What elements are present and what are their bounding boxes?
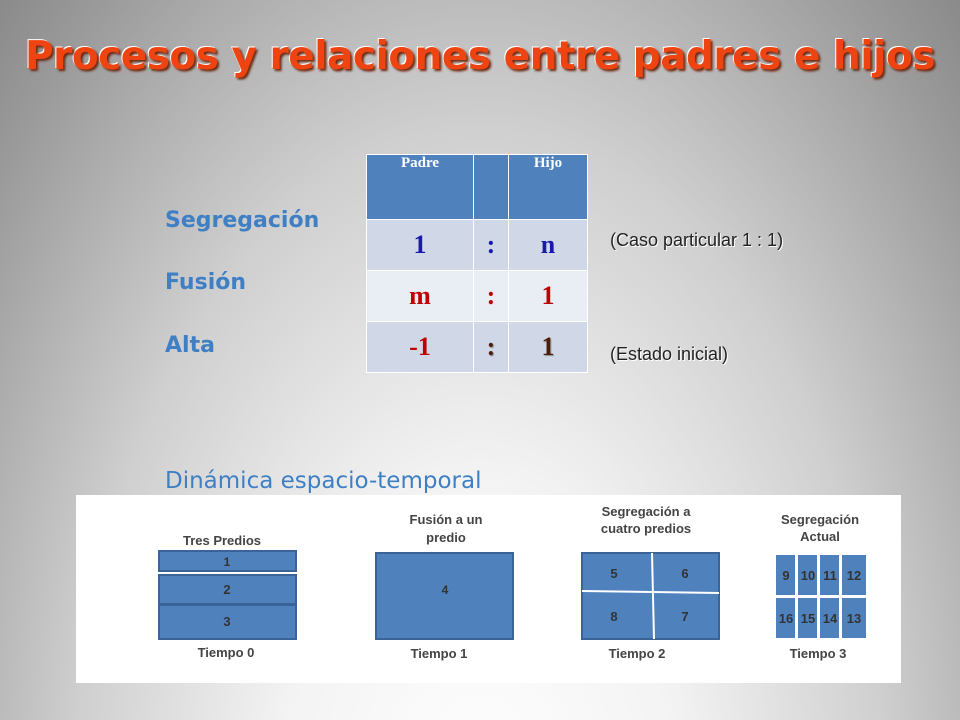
- parcel-number: 11: [823, 568, 837, 583]
- stage-title: Segregación a: [602, 504, 692, 519]
- parcel: [776, 555, 795, 595]
- table-row: -1 : 1: [366, 321, 588, 373]
- parcel: [158, 604, 297, 640]
- parcel: [798, 598, 817, 638]
- stage-tiempo-0: Tres Predios 1 2 3 Tiempo 0: [158, 533, 297, 660]
- parcel: [842, 555, 866, 595]
- table-row: m : 1: [366, 270, 588, 322]
- parcel: [158, 574, 297, 605]
- spatiotemporal-diagram: Tres Predios 1 2 3 Tiempo 0 Fusión a un …: [76, 495, 901, 683]
- parcel: [375, 552, 514, 640]
- parcel-number: 13: [847, 611, 861, 626]
- cell-separator: :: [473, 321, 509, 373]
- parcel: [842, 598, 866, 638]
- parcel: [776, 598, 795, 638]
- header-padre: Padre: [366, 154, 474, 220]
- label-fusion: Fusión: [165, 270, 247, 295]
- cell-hijo: 1: [508, 270, 588, 322]
- stage-tiempo-3: Segregación Actual 9 10 11 12 16 15 14 1…: [776, 512, 866, 661]
- note-initial-state: (Estado inicial): [610, 344, 729, 364]
- parcel-number: 2: [223, 582, 230, 597]
- parcel-number: 15: [801, 611, 815, 626]
- page-title: Procesos y relaciones entre padres e hij…: [25, 34, 935, 79]
- header-separator: [473, 154, 509, 220]
- label-alta: Alta: [165, 333, 215, 358]
- parcel-divider: [651, 552, 655, 640]
- parcel-number: 5: [610, 566, 617, 581]
- stage-title: Actual: [800, 529, 840, 544]
- cell-hijo: n: [508, 219, 588, 271]
- stage-title: cuatro predios: [601, 521, 691, 536]
- stage-time: Tiempo 0: [198, 645, 255, 660]
- label-segregacion: Segregación: [165, 208, 320, 233]
- stage-title: predio: [426, 530, 466, 545]
- parcel: [820, 555, 839, 595]
- parcel: [798, 555, 817, 595]
- parcel: [158, 550, 297, 572]
- stage-tiempo-1: Fusión a un predio 4 Tiempo 1: [375, 512, 514, 661]
- relation-table: Padre Hijo 1 : n m : 1 -1 : 1: [366, 154, 588, 373]
- cell-hijo: 1: [508, 321, 588, 373]
- stage-title: Fusión a un: [410, 512, 483, 527]
- parcel-number: 9: [782, 568, 789, 583]
- stage-title: Tres Predios: [183, 533, 261, 548]
- parcel-number: 14: [823, 611, 838, 626]
- parcel-number: 10: [801, 568, 815, 583]
- parcel-diagram: Tres Predios 1 2 3 Tiempo 0 Fusión a un …: [158, 504, 866, 661]
- stage-tiempo-2: Segregación a cuatro predios 5 6 8 7 Tie…: [581, 504, 720, 661]
- stage-time: Tiempo 1: [411, 646, 468, 661]
- table-header-row: Padre Hijo: [366, 154, 588, 220]
- cell-padre: m: [366, 270, 474, 322]
- parcel-number: 12: [847, 568, 861, 583]
- parcel-number: 4: [442, 583, 449, 597]
- cell-padre: 1: [366, 219, 474, 271]
- parcel-divider: [581, 590, 720, 594]
- parcel-block: [581, 552, 720, 640]
- parcel-number: 8: [610, 609, 617, 624]
- stage-title: Segregación: [781, 512, 859, 527]
- cell-padre: -1: [366, 321, 474, 373]
- cell-separator: :: [473, 270, 509, 322]
- parcel-number: 3: [223, 614, 230, 629]
- stage-time: Tiempo 3: [790, 646, 847, 661]
- parcel: [820, 598, 839, 638]
- cell-separator: :: [473, 219, 509, 271]
- stage-time: Tiempo 2: [609, 646, 666, 661]
- parcel-number: 7: [681, 609, 688, 624]
- note-particular-case: (Caso particular 1 : 1): [610, 230, 784, 250]
- parcel-number: 6: [681, 566, 688, 581]
- parcel-number: 1: [224, 555, 231, 569]
- parcel-number: 16: [779, 611, 793, 626]
- header-hijo: Hijo: [508, 154, 588, 220]
- dynamics-label: Dinámica espacio-temporal: [165, 468, 482, 494]
- table-row: 1 : n: [366, 219, 588, 271]
